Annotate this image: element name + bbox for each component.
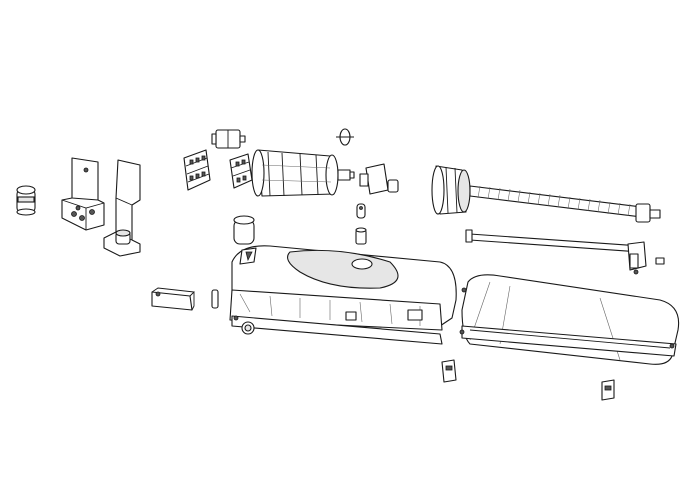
pivot-pin-upper bbox=[356, 203, 366, 219]
capacitor bbox=[233, 215, 255, 245]
guide-rod bbox=[465, 229, 665, 275]
release-clip-left bbox=[441, 359, 457, 383]
drive-motor bbox=[251, 149, 355, 197]
pivot-pin-lower bbox=[355, 227, 367, 245]
end-cap bbox=[16, 185, 36, 216]
small-pin bbox=[211, 289, 219, 309]
terminal-block-left bbox=[183, 149, 211, 191]
release-clip-right bbox=[601, 379, 615, 401]
mounting-bracket-front bbox=[103, 159, 141, 257]
housing-cover bbox=[459, 274, 680, 365]
washer-disc bbox=[336, 128, 354, 146]
bearing-housing bbox=[359, 163, 399, 195]
auxiliary-motor bbox=[211, 129, 246, 149]
terminal-block-right bbox=[229, 153, 253, 189]
mounting-bracket-rear bbox=[61, 157, 105, 231]
worm-screw-assembly bbox=[431, 165, 661, 223]
limit-switch-block bbox=[151, 287, 195, 311]
main-housing bbox=[229, 245, 457, 345]
